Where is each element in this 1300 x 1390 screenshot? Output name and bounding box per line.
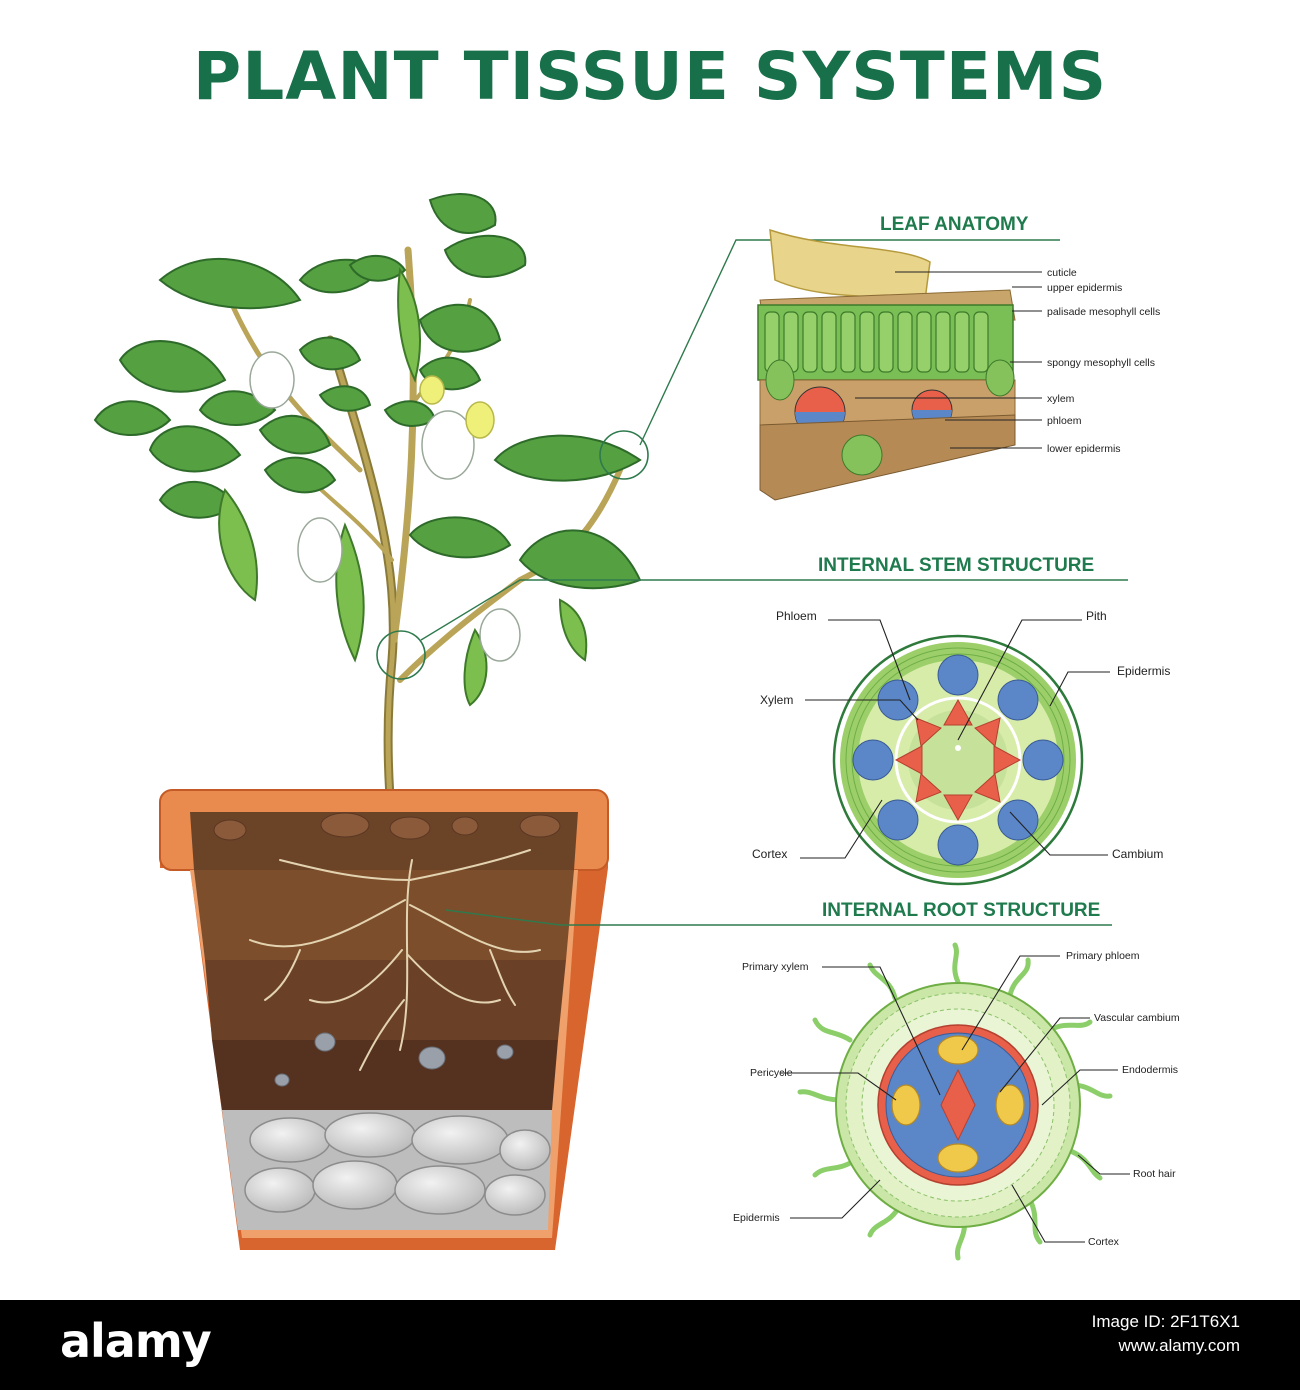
label-lower-epidermis: lower epidermis [1047,443,1121,455]
label-stem-epidermis: Epidermis [1117,664,1170,678]
root-cross-section [797,942,1113,1261]
stem-structure-section: INTERNAL STEM STRUCTURE [752,555,1170,886]
plant-leaves [93,193,642,590]
root-structure-section: INTERNAL ROOT STRUCTURE [733,900,1180,1261]
watermark-id: Image ID: 2F1T6X1 www.alamy.com [1092,1310,1240,1358]
pea-pods [218,267,588,707]
leaf-anatomy-title: LEAF ANATOMY [880,214,1029,235]
stem-leaders [800,619,1110,859]
label-primary-phloem: Primary phloem [1066,950,1140,962]
watermark-image-id: Image ID: 2F1T6X1 [1091,1312,1240,1331]
poster: PLANT TISSUE SYSTEMS [93,38,1180,1261]
diagram-canvas: LEAF ANATOMY [93,193,1180,1261]
leaf-anatomy-leaders [855,271,1042,449]
label-primary-xylem: Primary xylem [742,961,809,973]
label-stem-pith: Pith [1086,609,1107,623]
plant-illustration [93,193,649,967]
label-root-cortex: Cortex [1088,1236,1120,1248]
root-structure-title: INTERNAL ROOT STRUCTURE [822,900,1100,921]
watermark-bar: alamy Image ID: 2F1T6X1 www.alamy.com [0,1300,1300,1390]
label-vascular-cambium: Vascular cambium [1094,1012,1180,1024]
label-palisade-mesophyll: palisade mesophyll cells [1047,306,1160,318]
white-flowers [249,351,521,662]
stem-callout-circle [376,630,426,680]
leaf-callout-circle [599,430,649,480]
flower-pot [159,789,609,1250]
watermark-logo: alamy [60,1314,212,1368]
leaf-cross-section [757,228,1016,501]
stem-structure-title: INTERNAL STEM STRUCTURE [818,555,1094,576]
label-root-epidermis: Epidermis [733,1212,780,1224]
label-stem-cambium: Cambium [1112,847,1163,861]
label-root-hair: Root hair [1133,1168,1176,1180]
plant-roots [249,849,541,1071]
root-leaders [780,955,1130,1243]
label-pericycle: Pericycle [750,1067,793,1079]
stem-cross-section [832,634,1084,886]
label-spongy-mesophyll: spongy mesophyll cells [1047,357,1155,369]
label-stem-phloem: Phloem [776,609,817,623]
label-stem-cortex: Cortex [752,847,787,861]
label-leaf-xylem: xylem [1047,393,1075,405]
label-upper-epidermis: upper epidermis [1047,282,1122,294]
page-title: PLANT TISSUE SYSTEMS [192,38,1108,115]
watermark-site: www.alamy.com [1118,1336,1240,1355]
connector-lines [420,239,1128,926]
label-endodermis: Endodermis [1122,1064,1178,1076]
label-leaf-phloem: phloem [1047,415,1082,427]
label-cuticle: cuticle [1047,267,1077,279]
leaf-anatomy-section: LEAF ANATOMY [757,214,1160,501]
label-stem-xylem: Xylem [760,693,793,707]
